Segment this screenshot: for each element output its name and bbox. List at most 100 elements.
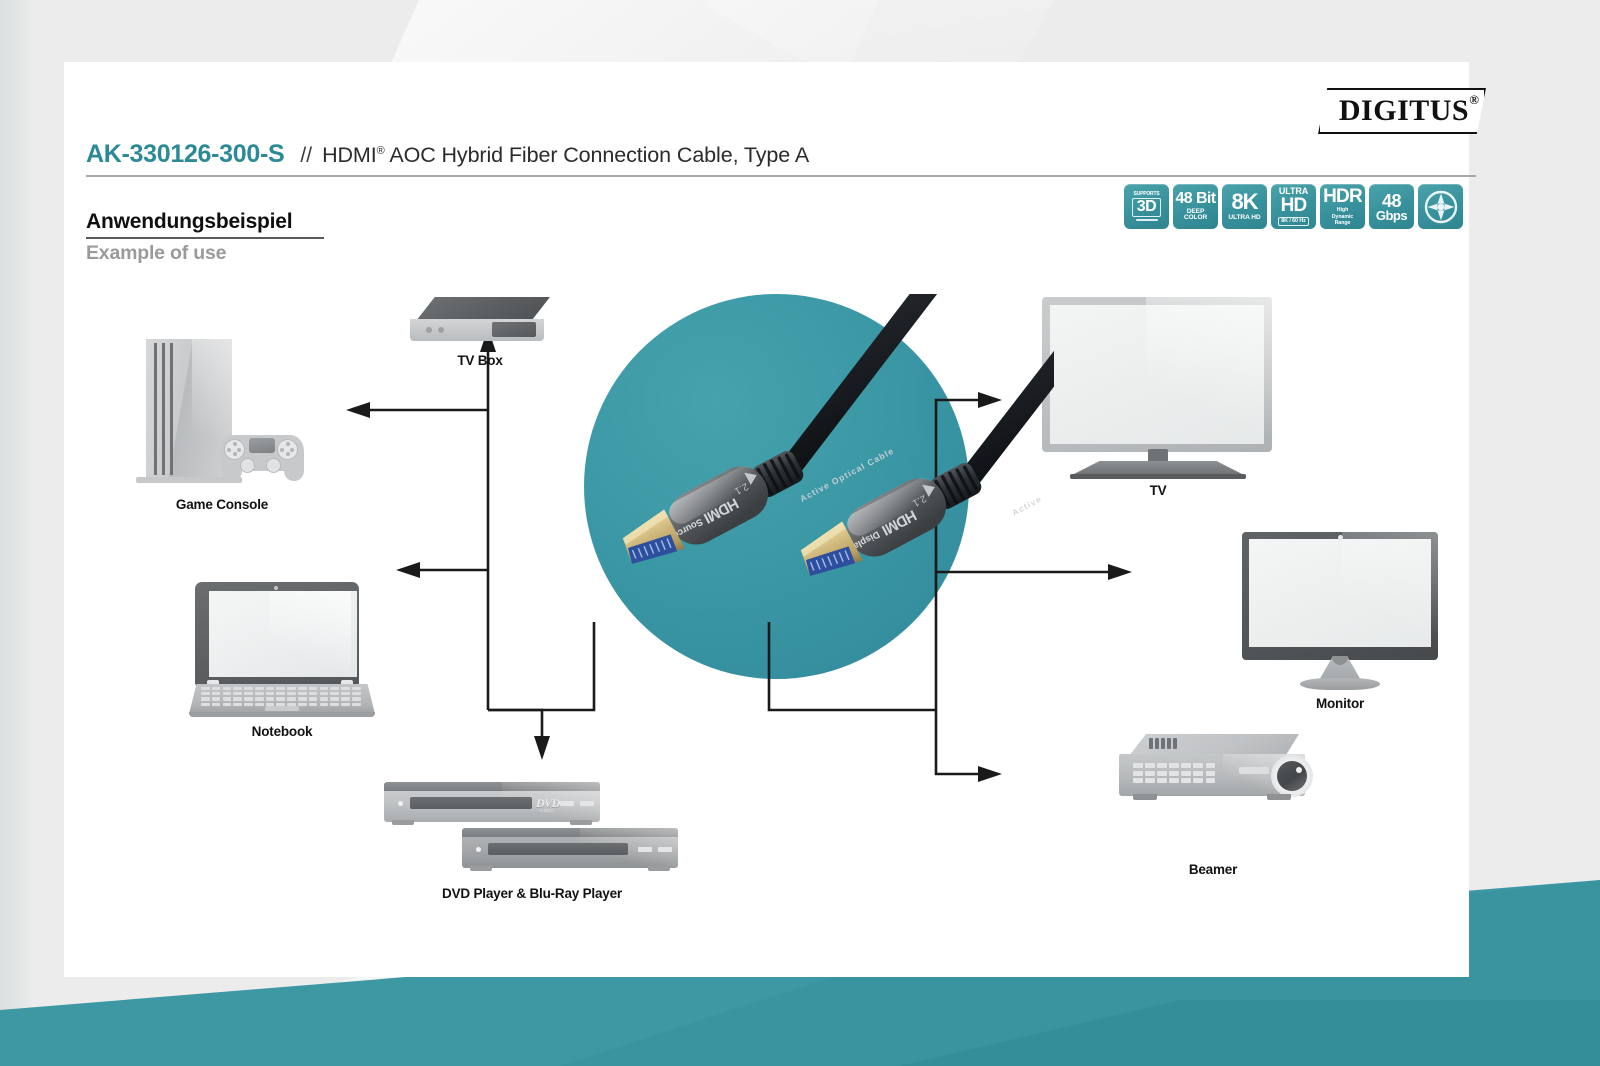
console-vent-slit xyxy=(154,343,157,475)
product-sku: AK-330126-300-S xyxy=(86,140,285,168)
beamer-control-slot xyxy=(1239,767,1269,774)
monitor-camera-icon xyxy=(1338,535,1343,540)
badge-8k-sub: ULTRA HD xyxy=(1228,213,1261,221)
logo-wordmark: DIGITUS xyxy=(1338,94,1470,127)
controller-action-buttons xyxy=(277,439,298,460)
badge-3d-main: 3D xyxy=(1131,197,1162,217)
beamer-vent-grille xyxy=(1149,738,1177,749)
product-title-row: AK-330126-300-S // HDMI® AOC Hybrid Fibe… xyxy=(86,140,1486,169)
dvd-player-top xyxy=(384,782,600,791)
device-label-tv-box: TV Box xyxy=(457,353,503,368)
bluray-player xyxy=(462,828,678,871)
beamer-top-shell xyxy=(1129,734,1299,756)
badge-bandwidth-unit: Gbps xyxy=(1375,207,1408,223)
badge-deep-color-main: 48 Bit xyxy=(1175,190,1217,208)
monitor-screen xyxy=(1249,539,1431,647)
webcam-icon xyxy=(274,585,278,590)
dvd-power-led xyxy=(398,801,403,806)
background-left-band xyxy=(0,0,34,1066)
device-tv-box: TV Box xyxy=(410,297,550,368)
notebook-screen-highlight xyxy=(269,591,351,677)
hdmi-aoc-cable-photo: HDMI 2.1 Source xyxy=(622,294,1054,576)
tv-screen-highlight xyxy=(1146,297,1272,452)
device-disc-players: DVD VIDEO DVD Player & Blu-Ray Player xyxy=(384,782,684,922)
device-label-tv: TV xyxy=(1149,483,1167,498)
tv-box-display-window xyxy=(492,322,536,337)
dvd-foot-right xyxy=(570,820,592,825)
device-monitor: Monitor xyxy=(1242,532,1438,717)
device-label-monitor: Monitor xyxy=(1315,696,1365,711)
product-description: HDMI® AOC Hybrid Fiber Connection Cable,… xyxy=(322,143,809,168)
datasheet-card: DIGITUS ® AK-330126-300-S // HDMI® AOC H… xyxy=(64,62,1486,977)
notebook-keyboard xyxy=(201,687,363,706)
bluray-player-top xyxy=(462,828,678,837)
console-vent-slit xyxy=(162,343,165,475)
badge-8k: 8K ULTRA HD xyxy=(1222,184,1267,229)
bluray-foot-left xyxy=(470,866,492,871)
badge-deep-color-sub2: COLOR xyxy=(1183,214,1208,222)
emi-shield-icon xyxy=(1424,190,1457,223)
product-description-rest: AOC Hybrid Fiber Connection Cable, Type … xyxy=(384,143,810,167)
registered-sup: ® xyxy=(376,144,385,157)
device-label-beamer: Beamer xyxy=(1188,862,1238,877)
dvd-foot-left xyxy=(392,820,414,825)
section-heading-en: Example of use xyxy=(86,242,227,264)
connection-wires xyxy=(346,328,1132,782)
monitor-bezel xyxy=(1242,532,1438,660)
connection-diagram: Game Console TV Box xyxy=(64,62,1469,977)
badge-ultra-hd-main: HD xyxy=(1280,195,1308,217)
digitus-logo: DIGITUS ® xyxy=(1318,88,1486,134)
badge-3d-stand xyxy=(1135,219,1158,222)
badge-hdr-main: HDR xyxy=(1323,185,1363,207)
tv-box-top-shell xyxy=(416,297,550,321)
logo-registered-mark: ® xyxy=(1469,92,1479,107)
device-beamer: Beamer xyxy=(1119,734,1315,877)
dvd-button xyxy=(580,801,594,806)
badge-deep-color: 48 Bit DEEP COLOR xyxy=(1173,184,1218,229)
console-tower xyxy=(146,339,232,479)
device-label-notebook: Notebook xyxy=(251,724,313,739)
feature-badges: SUPPORTS 3D 48 Bit DEEP COLOR 8K ULTRA H… xyxy=(1124,184,1463,229)
device-notebook: Notebook xyxy=(189,582,375,739)
notebook-trackpad xyxy=(265,706,299,711)
monitor-screen-highlight xyxy=(1342,532,1438,660)
badge-ultra-hd: ULTRA HD 8K / 60 Hz xyxy=(1271,184,1316,229)
badge-8k-main: 8K xyxy=(1231,189,1258,215)
device-label-disc-players: DVD Player & Blu-Ray Player xyxy=(442,886,622,901)
badge-3d-sup: SUPPORTS xyxy=(1133,190,1160,197)
beamer-lens-glint xyxy=(1296,767,1302,773)
console-base xyxy=(136,477,242,483)
dvd-logo: DVD xyxy=(536,796,560,810)
dvd-button xyxy=(560,801,574,806)
notebook-front-lip xyxy=(189,712,375,717)
product-description-main: HDMI xyxy=(322,143,377,167)
tv-box-indicator-led xyxy=(426,327,432,333)
badge-ultra-hd-pill: 8K / 60 Hz xyxy=(1277,217,1310,226)
tv-stand-base-lip xyxy=(1070,474,1246,479)
monitor-stand-notch xyxy=(1332,656,1348,665)
section-heading-de: Anwendungsbeispiel xyxy=(86,210,293,233)
device-label-game-console: Game Console xyxy=(175,497,269,512)
controller-touchpad xyxy=(249,438,275,453)
badge-deep-color-sub: DEEP xyxy=(1186,207,1205,215)
beamer-foot-left xyxy=(1133,794,1157,800)
dvd-player: DVD VIDEO xyxy=(384,782,600,825)
bluray-disc-tray xyxy=(488,843,628,855)
controller-stick-right xyxy=(266,458,281,473)
badge-ultra-hd-sup: ULTRA xyxy=(1278,186,1309,197)
dvd-logo-sub: VIDEO xyxy=(539,808,555,813)
title-separator: // xyxy=(300,144,313,167)
bluray-power-led xyxy=(476,847,481,852)
beamer-foot-right xyxy=(1267,794,1291,800)
section-heading-underline xyxy=(86,237,324,239)
monitor-stand-foot xyxy=(1300,678,1380,690)
title-divider xyxy=(86,175,1476,177)
badge-emi-shield xyxy=(1418,184,1463,229)
beamer-front-grille xyxy=(1133,763,1229,786)
tv-stand-neck xyxy=(1148,449,1168,463)
badge-bandwidth: 48 Gbps xyxy=(1369,184,1414,229)
device-tv: TV xyxy=(1042,297,1272,498)
tv-box-indicator-led xyxy=(438,327,444,333)
